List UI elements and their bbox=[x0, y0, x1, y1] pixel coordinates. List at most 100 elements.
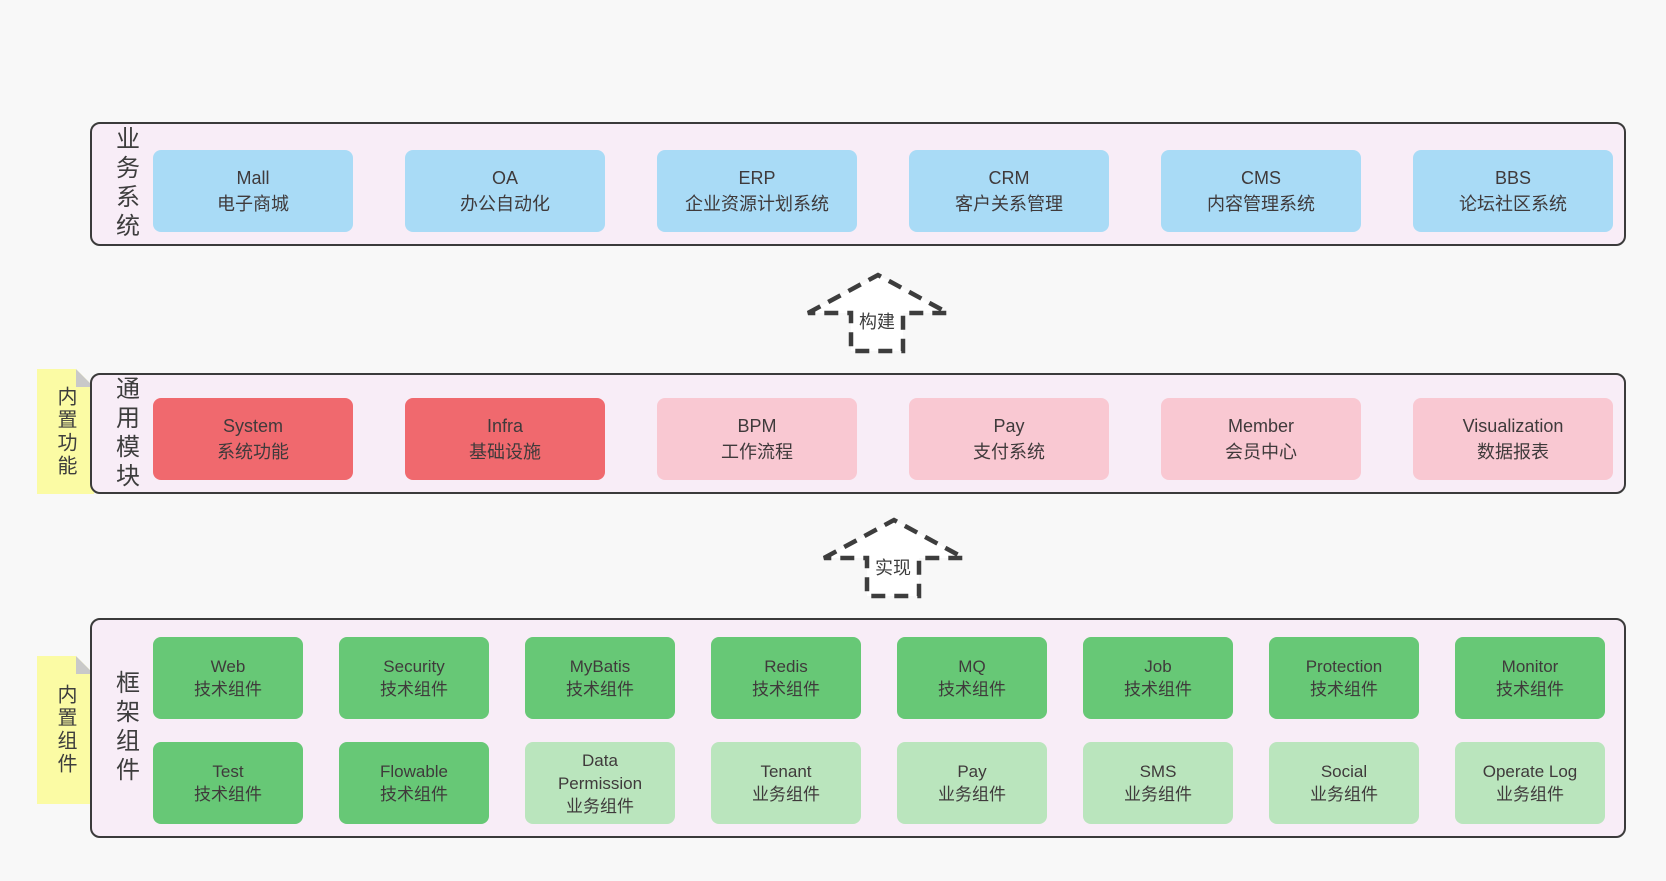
node-desc: 技术组件 bbox=[752, 680, 820, 699]
node-name: Tenant bbox=[760, 762, 812, 781]
node-protection: Protection 技术组件 bbox=[1269, 637, 1419, 719]
node-bbs: BBS 论坛社区系统 bbox=[1413, 150, 1613, 232]
node-desc: 业务组件 bbox=[1496, 785, 1564, 804]
layer-label-framework-components: 框架组件 bbox=[111, 670, 139, 786]
node-cms: CMS 内容管理系统 bbox=[1161, 150, 1361, 232]
node-desc: 数据报表 bbox=[1477, 442, 1549, 462]
layer-framework-components: 框架组件 Web 技术组件 Security 技术组件 MyBatis 技术组件… bbox=[90, 618, 1626, 838]
node-oa: OA 办公自动化 bbox=[405, 150, 605, 232]
node-name: SMS bbox=[1139, 762, 1177, 781]
layer-label-common-modules: 通用模块 bbox=[111, 375, 139, 492]
node-web: Web 技术组件 bbox=[153, 637, 303, 719]
node-system: System 系统功能 bbox=[153, 398, 353, 480]
node-desc: 技术组件 bbox=[380, 785, 448, 804]
node-infra: Infra 基础设施 bbox=[405, 398, 605, 480]
node-desc: 技术组件 bbox=[1124, 680, 1192, 699]
node-monitor: Monitor 技术组件 bbox=[1455, 637, 1605, 719]
node-visualization: Visualization 数据报表 bbox=[1413, 398, 1613, 480]
node-redis: Redis 技术组件 bbox=[711, 637, 861, 719]
node-name: CMS bbox=[1241, 168, 1281, 188]
node-data-permission: Data Permission 业务组件 bbox=[525, 742, 675, 824]
node-desc: 技术组件 bbox=[938, 680, 1006, 699]
node-desc: 技术组件 bbox=[566, 680, 634, 699]
node-sms: SMS 业务组件 bbox=[1083, 742, 1233, 824]
node-name: Social bbox=[1320, 762, 1368, 781]
layer-business-systems: 业务系统 Mall 电子商城 OA 办公自动化 ERP 企业资源计划系统 CRM… bbox=[90, 122, 1626, 246]
node-member: Member 会员中心 bbox=[1161, 398, 1361, 480]
arrow-implement-icon bbox=[822, 517, 966, 599]
node-name: MQ bbox=[958, 657, 986, 676]
node-name: Web bbox=[210, 657, 246, 676]
node-tenant: Tenant 业务组件 bbox=[711, 742, 861, 824]
node-desc: 技术组件 bbox=[194, 785, 262, 804]
node-name: Infra bbox=[486, 416, 524, 436]
node-desc: 客户关系管理 bbox=[955, 194, 1063, 214]
arrow-build-label: 构建 bbox=[859, 312, 895, 332]
node-desc: 业务组件 bbox=[752, 785, 820, 804]
layer-common-modules: 通用模块 System 系统功能 Infra 基础设施 BPM 工作流程 Pay… bbox=[90, 373, 1626, 494]
node-desc: 企业资源计划系统 bbox=[685, 194, 829, 214]
node-name: Operate Log bbox=[1482, 762, 1578, 781]
node-name: Flowable bbox=[379, 762, 449, 781]
node-desc: 技术组件 bbox=[1496, 680, 1564, 699]
node-flowable: Flowable 技术组件 bbox=[339, 742, 489, 824]
node-name: Visualization bbox=[1462, 416, 1564, 436]
node-name: Member bbox=[1227, 416, 1294, 436]
node-desc: 基础设施 bbox=[469, 442, 541, 462]
node-name: Pay bbox=[993, 416, 1025, 436]
node-pay-biz: Pay 业务组件 bbox=[897, 742, 1047, 824]
node-erp: ERP 企业资源计划系统 bbox=[657, 150, 857, 232]
arrow-implement-label: 实现 bbox=[875, 558, 911, 578]
node-desc: 业务组件 bbox=[1124, 785, 1192, 804]
arrow-build-icon bbox=[806, 272, 950, 354]
node-desc: 内容管理系统 bbox=[1207, 194, 1315, 214]
node-crm: CRM 客户关系管理 bbox=[909, 150, 1109, 232]
node-name: Job bbox=[1144, 657, 1172, 676]
node-desc: 办公自动化 bbox=[460, 194, 550, 214]
node-name: OA bbox=[491, 168, 518, 188]
node-name: BBS bbox=[1494, 168, 1532, 188]
node-name: MyBatis bbox=[569, 657, 631, 676]
node-pay: Pay 支付系统 bbox=[909, 398, 1109, 480]
node-social: Social 业务组件 bbox=[1269, 742, 1419, 824]
node-name: BPM bbox=[737, 416, 777, 436]
node-desc: 技术组件 bbox=[380, 680, 448, 699]
node-name: Monitor bbox=[1501, 657, 1559, 676]
common-modules-row: System 系统功能 Infra 基础设施 BPM 工作流程 Pay 支付系统… bbox=[153, 398, 1613, 480]
node-name: Pay bbox=[957, 762, 987, 781]
node-security: Security 技术组件 bbox=[339, 637, 489, 719]
sticky-note-built-in-features: 内置功能 bbox=[37, 369, 94, 494]
node-bpm: BPM 工作流程 bbox=[657, 398, 857, 480]
node-name: Mall bbox=[236, 168, 270, 188]
business-systems-row: Mall 电子商城 OA 办公自动化 ERP 企业资源计划系统 CRM 客户关系… bbox=[153, 150, 1613, 232]
node-desc: 支付系统 bbox=[973, 442, 1045, 462]
node-operate-log: Operate Log 业务组件 bbox=[1455, 742, 1605, 824]
node-name: System bbox=[222, 416, 283, 436]
node-desc: 业务组件 bbox=[1310, 785, 1378, 804]
layer-label-business-systems: 业务系统 bbox=[111, 126, 139, 242]
node-mq: MQ 技术组件 bbox=[897, 637, 1047, 719]
node-desc: 会员中心 bbox=[1225, 442, 1297, 462]
node-name: Security bbox=[383, 657, 445, 676]
node-test: Test 技术组件 bbox=[153, 742, 303, 824]
node-job: Job 技术组件 bbox=[1083, 637, 1233, 719]
node-desc: 业务组件 bbox=[566, 796, 634, 816]
node-name: Test bbox=[212, 762, 244, 781]
node-desc: 技术组件 bbox=[194, 680, 262, 699]
framework-components-row-2: Test 技术组件 Flowable 技术组件 Data Permission … bbox=[153, 742, 1605, 824]
node-desc: 电子商城 bbox=[217, 194, 289, 214]
node-name: Redis bbox=[764, 657, 808, 676]
node-name: ERP bbox=[738, 168, 776, 188]
sticky-note-text: 内置组件 bbox=[54, 684, 76, 776]
node-mall: Mall 电子商城 bbox=[153, 150, 353, 232]
node-mybatis: MyBatis 技术组件 bbox=[525, 637, 675, 719]
node-desc: 技术组件 bbox=[1310, 680, 1378, 699]
sticky-note-text: 内置功能 bbox=[54, 385, 76, 478]
sticky-note-built-in-components: 内置组件 bbox=[37, 656, 94, 804]
node-name: Data Permission bbox=[557, 750, 643, 793]
node-name: Protection bbox=[1305, 657, 1383, 676]
framework-components-row-1: Web 技术组件 Security 技术组件 MyBatis 技术组件 Redi… bbox=[153, 637, 1605, 719]
node-desc: 业务组件 bbox=[938, 785, 1006, 804]
node-name: CRM bbox=[988, 168, 1030, 188]
